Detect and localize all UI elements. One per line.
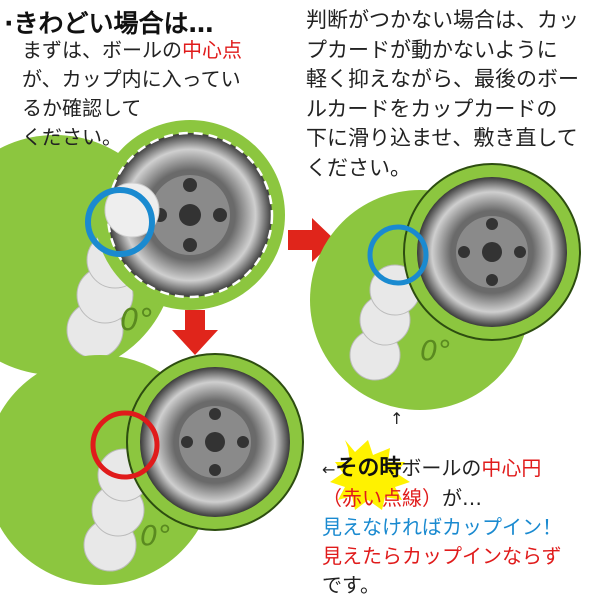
text: 中心円 <box>481 456 542 480</box>
text: です。 <box>322 573 380 597</box>
result-explanation: ←その時ボールの中心円 （赤い点線）が… 見えなければカップイン！ 見えたらカッ… <box>322 454 562 600</box>
angle-label: 0° <box>140 519 172 552</box>
burst-label: その時 <box>335 456 402 481</box>
scene-result: 0° <box>0 353 304 585</box>
left-instructions: まずは、ボールの中心点 が、カップ内に入ってい るか確認して ください。 <box>22 36 242 152</box>
cup-in-text: 見えなければカップイン！ <box>322 515 562 539</box>
text: （赤い点線） <box>322 486 442 510</box>
arrow-left-icon: ← <box>322 460 336 479</box>
scene-slide-under: 0° <box>310 163 581 410</box>
text: まずは、ボールの <box>22 38 182 62</box>
scene-check-center: 0° <box>0 120 285 375</box>
text: ボールの <box>401 456 482 480</box>
arrow-down-icon <box>172 310 218 355</box>
text: 下に滑り込ませ、敷き直して <box>306 126 578 150</box>
text: 軽く抑えながら、最後のボー <box>306 67 579 91</box>
not-cup-in-text: 見えたらカップインならず <box>322 544 562 568</box>
text: ルカードをカップカードの <box>306 96 558 121</box>
arrow-up-icon: ↑ <box>390 409 404 428</box>
blue-highlight-circle <box>367 224 429 286</box>
golf-ball <box>104 182 160 238</box>
angle-label: 0° <box>120 303 154 338</box>
angle-label: 0° <box>420 334 452 367</box>
text: が… <box>442 486 482 510</box>
text: ください。 <box>306 155 411 180</box>
right-instructions: 判断がつかない場合は、カッ プカードが動かないように 軽く抑えながら、最後のボー… <box>306 6 579 183</box>
text: プカードが動かないように <box>306 37 558 62</box>
heading: ·きわどい場合は… <box>4 9 214 38</box>
burst-shape <box>330 440 410 510</box>
red-highlight-circle <box>90 410 160 480</box>
text: 判断がつかない場合は、カッ <box>306 8 579 32</box>
text: ください。 <box>22 125 122 149</box>
blue-highlight-circle <box>85 187 155 257</box>
text: が、カップ内に入ってい <box>22 67 241 91</box>
text: るか確認して <box>22 96 142 120</box>
highlight-center-point: 中心点 <box>182 38 242 62</box>
